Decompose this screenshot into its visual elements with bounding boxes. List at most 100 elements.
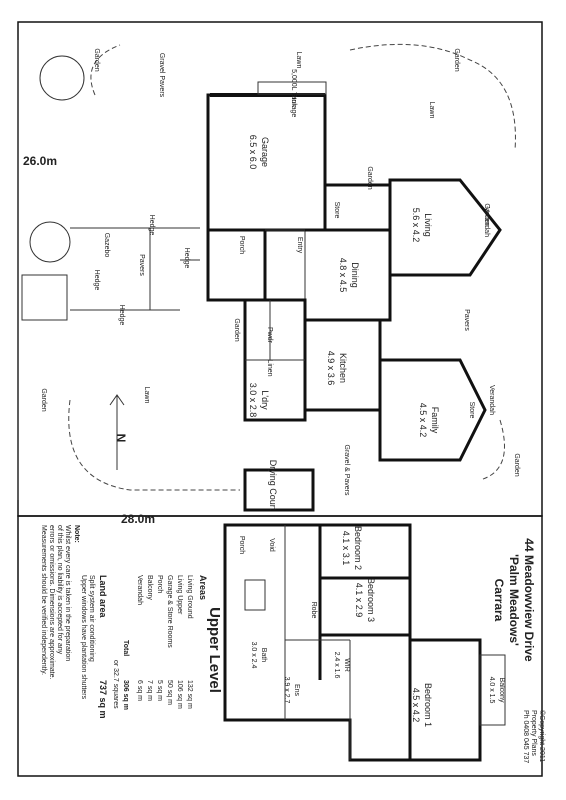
garden-label-3: Garden — [40, 388, 47, 411]
bedroom3-size: 4.1 x 2.9 — [354, 583, 364, 618]
land-area-label: Land area — [98, 575, 108, 619]
balcony-outline — [479, 654, 506, 726]
address-line-2: 'Palm Meadows' — [507, 554, 521, 646]
entry-label: Entry — [296, 237, 303, 254]
linen-label: Linen — [266, 359, 273, 376]
balcony-label: Balcony — [498, 678, 505, 703]
laundry-label: L'dry — [260, 390, 270, 410]
store-label-2: Store — [468, 402, 475, 419]
living-label: Living — [423, 213, 433, 237]
balcony-size: 4.0 x 1.5 — [488, 677, 495, 704]
garden-label-1: Garden — [93, 48, 100, 71]
land-area-value: 737 sq m — [98, 680, 108, 719]
living-walls — [388, 178, 502, 277]
areas-extra-2: Upper windows have plantation shutters — [80, 575, 87, 700]
porch-label: Porch — [238, 236, 245, 254]
areas-row-value: 6 sq m — [136, 680, 143, 701]
address-line-1: 44 Meadowview Drive — [522, 538, 536, 662]
copyright-line-1: ©Copyright 2011 — [538, 710, 546, 762]
ens-label: Ens — [293, 684, 300, 697]
pavers-label-2: Pavers — [138, 254, 145, 276]
robe-label: Robe — [310, 602, 317, 619]
wir-size: 2.4 x 1.6 — [333, 652, 340, 679]
upper-level-frame — [17, 515, 543, 777]
areas-extra-1: Split system air conditioning — [88, 575, 95, 662]
gazebo-left — [29, 221, 71, 263]
width-dimension-label: 28.0m — [121, 512, 155, 526]
upper-level-title: Upper Level — [206, 607, 223, 693]
gazebo-label: Gazebo — [103, 233, 110, 258]
store-label-1: Store — [333, 202, 340, 219]
living-size: 5.6 x 4.2 — [411, 208, 421, 243]
gravel-pavers-label-2: Gravel Pavers — [158, 53, 165, 98]
dining-size: 4.8 x 4.5 — [338, 258, 348, 293]
areas-row-value: 106 sq m — [176, 680, 183, 709]
areas-row-value: 132 sq m — [186, 680, 193, 709]
areas-row-label: Living Upper — [176, 575, 183, 615]
hedge-label-4: Hedge — [118, 305, 125, 326]
areas-row-label: Verandah — [136, 575, 143, 605]
lawn-label-3: Lawn — [143, 387, 150, 404]
areas-row-label: Porch — [156, 575, 163, 593]
notes-line: Measurements should be verified independ… — [40, 525, 47, 675]
garden-label-4: Garden — [233, 318, 240, 341]
areas-row-label: Garage & Store Rooms — [166, 575, 173, 648]
areas-total-label: Total — [122, 640, 129, 656]
upper-porch-label: Porch — [238, 536, 245, 554]
garden-label-7: Garden — [366, 166, 373, 189]
address-line-3: Carrara — [492, 579, 506, 622]
areas-row-value: 7 sq m — [146, 680, 153, 701]
water-tank — [257, 81, 327, 95]
bedroom1-label: Bedroom 1 — [423, 683, 433, 727]
family-label: Family — [430, 407, 440, 434]
notes-line: of this plan, no liability is accepted f… — [56, 525, 63, 655]
void-label: Void — [268, 538, 275, 552]
garden-label-6: Garden — [483, 203, 490, 226]
drying-court-label: Drying Court — [268, 460, 278, 511]
laundry-size: 3.0 x 2.8 — [248, 383, 258, 418]
areas-total-value: 306 sq m — [122, 680, 129, 710]
depth-dimension-label: 26.0m — [23, 154, 57, 168]
hedge-label-2: Hedge — [183, 248, 190, 269]
areas-row-label: Balcony — [146, 575, 153, 600]
pavers-label: Pavers — [463, 309, 470, 331]
family-walls — [378, 358, 487, 462]
garden-label-5: Garden — [513, 453, 520, 476]
family-size: 4.5 x 4.2 — [418, 403, 428, 438]
garage-label: Garage — [260, 137, 270, 167]
drying-court-walls — [243, 468, 315, 512]
areas-squares: or 32.7 squares — [112, 660, 119, 709]
bath-size: 3.0 x 2.4 — [250, 642, 257, 669]
hedge-label-3: Hedge — [93, 270, 100, 291]
ens-size: 3.9 x 2.7 — [283, 677, 290, 704]
north-label: N — [114, 434, 128, 443]
bedroom1-size: 4.5 x 4.2 — [411, 688, 421, 723]
garden-label-2: Garden — [453, 48, 460, 71]
lawn-label-2: Lawn — [428, 102, 435, 119]
copyright-line-2: Property Plans — [530, 710, 537, 756]
ground-floor-plan — [21, 43, 516, 512]
bath-label: Bath — [260, 648, 267, 663]
verandah-label-1: Verandah — [483, 207, 490, 237]
lawn-label-1: Lawn — [295, 52, 302, 69]
copyright-line-3: Ph 0408 045 737 — [522, 710, 529, 763]
gravel-pavers-label: Gravel & Pavers — [343, 445, 350, 496]
areas-row-label: Living Ground — [186, 575, 193, 619]
notes-line: Whilst every care is taken in the prepar… — [64, 525, 71, 661]
garage-size: 6.5 x 6.0 — [248, 135, 258, 170]
kitchen-label: Kitchen — [338, 353, 348, 383]
notes-line: errors or omissions. Dimensions are appr… — [48, 525, 55, 679]
hedge-label-1: Hedge — [148, 215, 155, 236]
water-tank-label: 5,000L Tank — [290, 69, 297, 107]
dining-label: Dining — [350, 262, 360, 288]
upper-floor-plan — [223, 523, 506, 762]
wir-label: WIR — [343, 658, 350, 672]
bedroom2-size: 4.1 x 3.1 — [341, 531, 351, 566]
storage-label: Storage — [290, 93, 297, 118]
bedroom3-label: Bedroom 3 — [366, 578, 376, 622]
kitchen-size: 4.9 x 3.6 — [326, 351, 336, 386]
gazebo-top — [39, 55, 85, 101]
verandah-label-2: Verandah — [488, 385, 495, 415]
areas-row-value: 5 sq m — [156, 680, 163, 701]
